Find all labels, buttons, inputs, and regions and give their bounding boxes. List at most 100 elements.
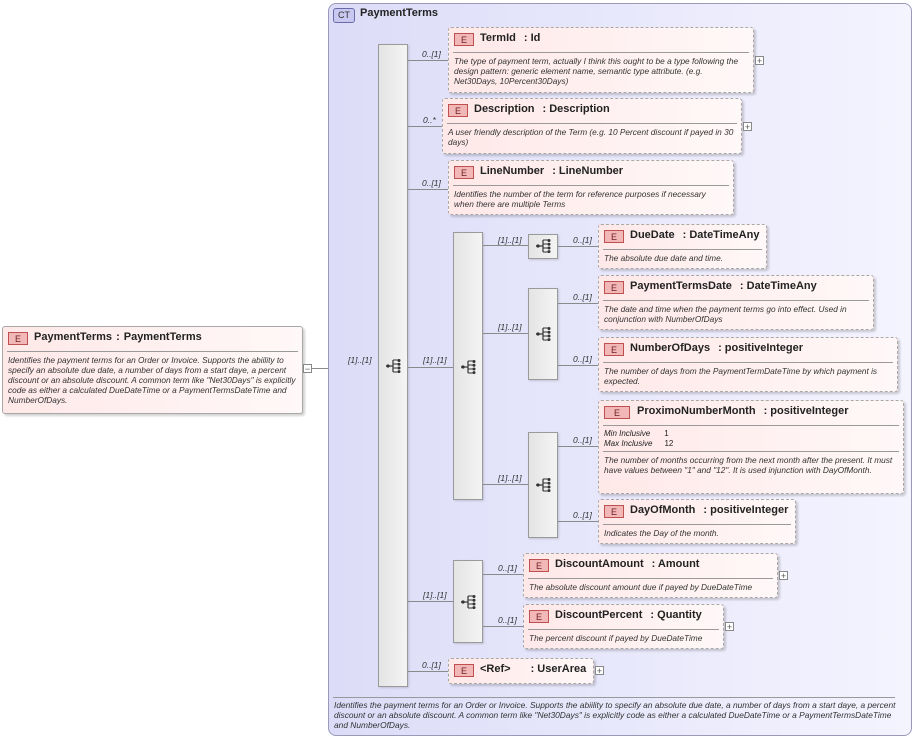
connector-discount (408, 601, 453, 602)
discount-sequence[interactable] (453, 560, 483, 643)
connector-nod (558, 365, 598, 366)
element-name: DueDate: DateTimeAny (630, 229, 760, 241)
element-badge: E (529, 610, 549, 623)
element-name: TermId: Id (480, 32, 541, 44)
cardinality-label: [1]..[1] (498, 322, 522, 332)
cardinality-label: 0..[1] (573, 235, 592, 245)
sequence-icon (461, 360, 476, 374)
element-divider (603, 425, 899, 426)
element-badge: E (454, 664, 474, 677)
connector-ptd-seq (483, 333, 528, 334)
element-proximonumbermonth[interactable]: E ProximoNumberMonth: positiveInteger Mi… (598, 400, 904, 494)
element-divider (453, 52, 749, 53)
cardinality-label: 0..[1] (573, 510, 592, 520)
element-badge: E (454, 33, 474, 46)
facet-max-label: Max Inclusive (604, 438, 653, 448)
element-numberofdays[interactable]: E NumberOfDays: positiveInteger The numb… (598, 337, 898, 392)
element-description: Identifies the payment terms for an Orde… (8, 355, 296, 405)
collapse-toggle[interactable]: − (303, 364, 312, 374)
element-badge: E (604, 343, 624, 356)
connector-discountpercent (483, 626, 523, 627)
cardinality-label: 0..[1] (422, 49, 441, 59)
element-duedate[interactable]: E DueDate: DateTimeAny The absolute due … (598, 224, 767, 269)
cardinality-label: 0..* (423, 115, 436, 125)
connector-userarea (408, 671, 448, 672)
element-divider (528, 578, 773, 579)
expand-toggle[interactable]: + (779, 571, 788, 581)
connector-linenumber (408, 189, 448, 190)
cardinality-label: 0..[1] (498, 615, 517, 625)
element-divider (453, 185, 729, 186)
cardinality-label: 0..[1] (422, 178, 441, 188)
element-badge: E (448, 104, 468, 117)
complex-type-description: Identifies the payment terms for an Orde… (334, 700, 896, 730)
element-description-field[interactable]: E Description: Description A user friend… (442, 98, 742, 154)
element-name: Description: Description (474, 103, 610, 115)
element-divider (603, 249, 762, 250)
expand-toggle[interactable]: + (595, 666, 604, 676)
cardinality-label: 0..[1] (573, 354, 592, 364)
expand-toggle[interactable]: + (755, 56, 764, 66)
sequence-icon (536, 239, 551, 253)
element-name: ProximoNumberMonth: positiveInteger (637, 405, 849, 417)
element-divider (603, 451, 899, 452)
element-badge: E (454, 166, 474, 179)
facet-max-value: 12 (664, 438, 674, 448)
element-linenumber[interactable]: E LineNumber: LineNumber Identifies the … (448, 160, 734, 215)
element-name: PaymentTerms:PaymentTerms (34, 331, 202, 343)
expand-toggle[interactable]: + (725, 622, 734, 632)
element-description: The absolute discount amount due if paye… (529, 582, 753, 592)
element-divider (7, 351, 298, 352)
element-userarea-ref[interactable]: E <Ref>: UserArea (448, 658, 594, 684)
sequence-icon (386, 359, 401, 373)
connector-proximo-seq (483, 484, 528, 485)
sequence-icon (536, 478, 551, 492)
element-paymenttermsdate[interactable]: E PaymentTermsDate: DateTimeAny The date… (598, 275, 874, 330)
element-description: Identifies the number of the term for re… (454, 189, 706, 209)
element-badge: E (604, 281, 624, 294)
sequence-icon (461, 595, 476, 609)
element-description: The date and time when the payment terms… (604, 304, 847, 324)
expand-toggle[interactable]: + (743, 122, 752, 132)
element-badge: E (529, 559, 549, 572)
cardinality-label: 0..[1] (498, 563, 517, 573)
cardinality-label: [1]..[1] (498, 235, 522, 245)
cardinality-label: 0..[1] (573, 292, 592, 302)
connector-choice (408, 367, 453, 368)
element-badge: E (604, 406, 630, 419)
facet-min-label: Min Inclusive (604, 429, 651, 438)
element-description: The number of days from the PaymentTermD… (604, 366, 878, 386)
element-dayofmonth[interactable]: E DayOfMonth: positiveInteger Indicates … (598, 499, 796, 544)
element-discountamount[interactable]: E DiscountAmount: Amount The absolute di… (523, 553, 778, 598)
element-name: DayOfMonth: positiveInteger (630, 504, 789, 516)
connector-description (408, 126, 442, 127)
element-name: DiscountAmount: Amount (555, 558, 700, 570)
element-divider (603, 524, 791, 525)
element-description: The percent discount if payed by DueDate… (529, 633, 703, 643)
connector-discountamount (483, 574, 523, 575)
root-element-paymentterms[interactable]: E PaymentTerms:PaymentTerms Identifies t… (2, 326, 303, 414)
element-divider (603, 300, 869, 301)
element-description: The absolute due date and time. (604, 253, 724, 263)
element-description: A user friendly description of the Term … (448, 127, 734, 147)
connector-proximo (558, 446, 598, 447)
footer-divider (333, 697, 895, 698)
cardinality-label: [1]..[1] (498, 473, 522, 483)
element-description: Indicates the Day of the month. (604, 528, 719, 538)
element-name: LineNumber: LineNumber (480, 165, 624, 177)
element-discountpercent[interactable]: E DiscountPercent: Quantity The percent … (523, 604, 724, 649)
sequence-icon (536, 327, 551, 341)
complex-type-title: PaymentTerms (360, 7, 439, 19)
cardinality-label: [1]..[1] (348, 355, 372, 365)
element-termid[interactable]: E TermId: Id The type of payment term, a… (448, 27, 754, 93)
connector-duedate-seq (483, 245, 528, 246)
element-divider (528, 629, 719, 630)
element-badge: E (604, 505, 624, 518)
cardinality-label: [1]..[1] (423, 590, 447, 600)
connector-duedate (558, 246, 598, 247)
connector-ptd (558, 303, 598, 304)
cardinality-label: 0..[1] (422, 660, 441, 670)
element-badge: E (8, 332, 28, 345)
cardinality-label: 0..[1] (573, 435, 592, 445)
